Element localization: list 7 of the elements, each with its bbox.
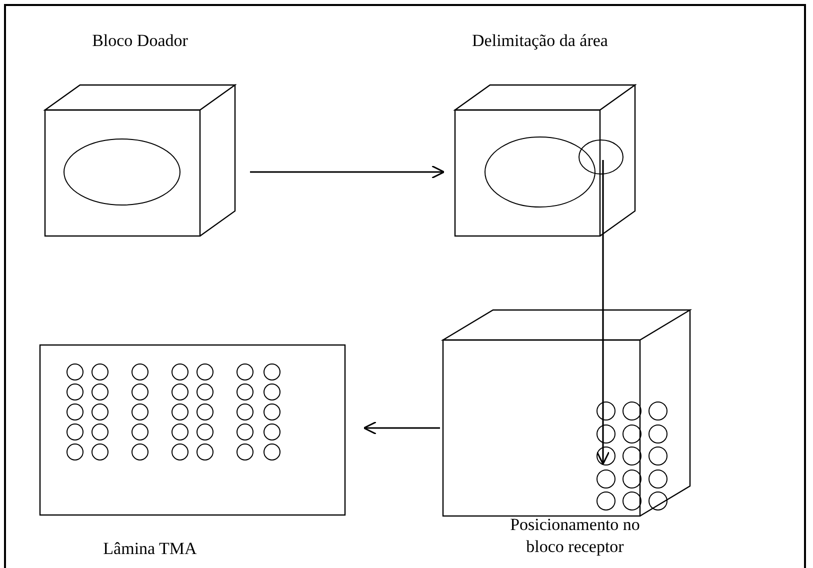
arrow bbox=[250, 165, 445, 179]
node-label: Delimitação da área bbox=[471, 30, 609, 52]
node-label: Bloco Doador bbox=[91, 30, 189, 52]
node-label: Lâmina TMA bbox=[102, 538, 198, 560]
node-label: Posicionamento no bloco receptor bbox=[509, 514, 641, 558]
arrow bbox=[596, 160, 610, 465]
arrow bbox=[363, 421, 440, 435]
